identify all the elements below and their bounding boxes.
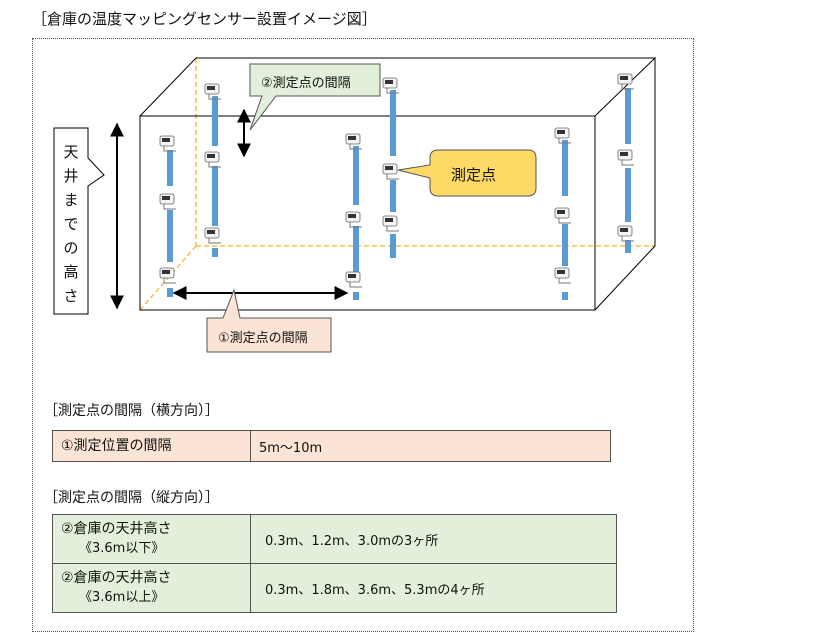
horizontal-spec-table: ①測定位置の間隔 5m〜10m bbox=[52, 430, 611, 462]
ceiling-height-char: の bbox=[63, 239, 79, 257]
sensor-pole-segment bbox=[562, 292, 568, 300]
horizontal-interval-callout bbox=[206, 288, 332, 353]
sensor-pole-segment bbox=[390, 234, 396, 258]
warehouse-box bbox=[139, 57, 657, 311]
vertical-section-title: ［測定点の間隔（縦方向）］ bbox=[44, 490, 219, 506]
vertical-spec-table: ②倉庫の天井高さ 《3.6m以下》 0.3m、1.2m、3.0mの3ヶ所 ②倉庫… bbox=[52, 514, 617, 613]
ceiling-height-callout bbox=[53, 127, 105, 315]
sensor-pole-segment bbox=[625, 168, 631, 222]
spec-value: 0.3m、1.8m、3.6m、5.3mの4ヶ所 bbox=[250, 563, 617, 613]
sensors bbox=[159, 73, 634, 288]
temperature-sensor-icon bbox=[345, 211, 362, 228]
diagram-frame bbox=[32, 38, 694, 632]
temperature-sensor-icon bbox=[204, 227, 221, 244]
sensor-pole-segment bbox=[212, 96, 218, 146]
ceiling-height-char: 井 bbox=[63, 167, 79, 185]
ceiling-height-char: さ bbox=[63, 287, 79, 305]
measurement-point-label: 測定点 bbox=[451, 166, 497, 184]
temperature-sensor-icon bbox=[617, 149, 634, 166]
sensor-pole-segment bbox=[625, 88, 631, 144]
temperature-sensor-icon bbox=[382, 215, 399, 232]
temperature-sensor-icon bbox=[554, 207, 571, 224]
sensor-poles bbox=[167, 88, 631, 300]
spec-label-sub: 《3.6m以上》 bbox=[79, 590, 165, 605]
sensor-pole-segment bbox=[390, 90, 396, 156]
spec-label-main: ②倉庫の天井高さ bbox=[61, 521, 172, 537]
sensor-pole-segment bbox=[167, 288, 173, 297]
table-row: ②倉庫の天井高さ 《3.6m以下》 0.3m、1.2m、3.0mの3ヶ所 bbox=[52, 514, 617, 564]
horizontal-interval-label: ①測定点の間隔 bbox=[218, 331, 308, 346]
spec-label-main: ②倉庫の天井高さ bbox=[61, 570, 172, 586]
temperature-sensor-icon bbox=[159, 193, 176, 210]
temperature-sensor-icon bbox=[617, 225, 634, 242]
temperature-sensor-icon bbox=[554, 127, 571, 144]
sensor-pole-segment bbox=[167, 150, 173, 186]
temperature-sensor-icon bbox=[204, 83, 221, 100]
page-title: ［倉庫の温度マッピングセンサー設置イメージ図］ bbox=[32, 10, 377, 28]
spec-value: 0.3m、1.2m、3.0mの3ヶ所 bbox=[250, 514, 617, 564]
temperature-sensor-icon bbox=[554, 267, 571, 284]
table-row: ①測定位置の間隔 5m〜10m bbox=[52, 430, 611, 462]
temperature-sensor-icon bbox=[617, 73, 634, 90]
temperature-sensor-icon bbox=[382, 77, 399, 94]
sensor-pole-segment bbox=[353, 226, 359, 274]
temperature-sensor-icon bbox=[204, 151, 221, 168]
sensor-pole-segment bbox=[212, 166, 218, 226]
sensor-pole-segment bbox=[390, 180, 396, 212]
temperature-sensor-icon bbox=[345, 271, 362, 288]
temperature-sensor-icon bbox=[345, 133, 362, 150]
temperature-sensor-icon bbox=[382, 163, 399, 180]
measurement-point-callout bbox=[397, 149, 537, 197]
spec-label: ②倉庫の天井高さ 《3.6m以上》 bbox=[52, 563, 251, 613]
temperature-sensor-icon bbox=[159, 267, 176, 284]
spec-label-sub: 《3.6m以下》 bbox=[79, 541, 165, 556]
ceiling-height-char: 天 bbox=[63, 143, 79, 161]
ceiling-height-char: で bbox=[63, 215, 79, 233]
ceiling-height-char: ま bbox=[63, 191, 79, 209]
sensor-pole-segment bbox=[625, 240, 631, 253]
vertical-interval-label: ②測定点の間隔 bbox=[261, 76, 351, 91]
sensor-pole-segment bbox=[167, 210, 173, 262]
horizontal-section-title: ［測定点の間隔（横方向）］ bbox=[44, 403, 219, 419]
ceiling-height-char: 高 bbox=[63, 263, 79, 281]
sensor-pole-segment bbox=[353, 292, 359, 300]
table-row: ②倉庫の天井高さ 《3.6m以上》 0.3m、1.8m、3.6m、5.3mの4ヶ… bbox=[52, 563, 617, 613]
spec-value: 5m〜10m bbox=[250, 430, 611, 462]
ceiling-height-label: 天井までの高さ bbox=[60, 140, 82, 308]
sensor-pole-segment bbox=[212, 248, 218, 257]
spec-label: ①測定位置の間隔 bbox=[52, 430, 251, 462]
spec-label: ②倉庫の天井高さ 《3.6m以下》 bbox=[52, 514, 251, 564]
vertical-interval-callout bbox=[249, 63, 381, 131]
sensor-pole-segment bbox=[353, 146, 359, 205]
sensor-pole-segment bbox=[562, 140, 568, 196]
temperature-sensor-icon bbox=[159, 135, 176, 152]
sensor-pole-segment bbox=[562, 224, 568, 266]
